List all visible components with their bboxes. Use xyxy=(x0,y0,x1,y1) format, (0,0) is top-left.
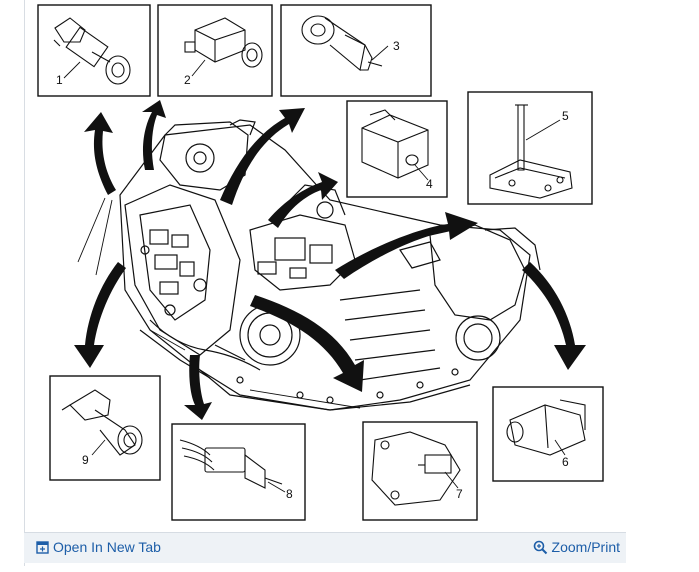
component-4-switch xyxy=(361,109,429,179)
callout-4: 4 xyxy=(426,177,433,191)
inset-box-9 xyxy=(49,375,161,481)
callout-6: 6 xyxy=(562,455,569,469)
component-8-connector xyxy=(179,439,283,489)
inset-box-1 xyxy=(37,4,151,97)
inset-box-5 xyxy=(467,91,593,205)
callout-3: 3 xyxy=(393,39,400,53)
pointer-arrows xyxy=(74,100,586,420)
component-6-speed-sensor xyxy=(506,399,586,456)
inset-box-6 xyxy=(492,386,604,482)
component-1-solenoid xyxy=(53,17,131,85)
leader-lines xyxy=(77,197,361,409)
component-7-pressure-plate xyxy=(371,431,461,506)
open-in-new-tab-link[interactable]: Open In New Tab xyxy=(36,539,161,555)
zoom-print-label: Zoom/Print xyxy=(551,539,620,555)
inset-box-3 xyxy=(280,4,432,97)
right-margin xyxy=(627,0,699,572)
magnifier-plus-icon xyxy=(533,540,548,555)
callout-2: 2 xyxy=(184,73,191,87)
inset-box-4 xyxy=(346,100,448,198)
callout-8: 8 xyxy=(286,487,293,501)
component-9-solenoid xyxy=(61,389,143,456)
component-5-range-switch xyxy=(489,104,573,199)
callout-leaders xyxy=(63,45,566,493)
zoom-print-link[interactable]: Zoom/Print xyxy=(533,539,620,555)
component-3-sensor xyxy=(301,15,383,72)
callout-numbers: 1 2 3 4 5 6 7 8 9 xyxy=(56,39,569,501)
footer-bar: Open In New Tab Zoom/Print xyxy=(24,532,626,563)
callout-7: 7 xyxy=(456,487,463,501)
component-2-sensor xyxy=(184,17,263,68)
open-in-new-tab-label: Open In New Tab xyxy=(53,539,161,555)
open-new-tab-icon xyxy=(36,540,49,554)
callout-9: 9 xyxy=(82,453,89,467)
component-drawings xyxy=(53,15,586,506)
callout-1: 1 xyxy=(56,73,63,87)
callout-5: 5 xyxy=(562,109,569,123)
